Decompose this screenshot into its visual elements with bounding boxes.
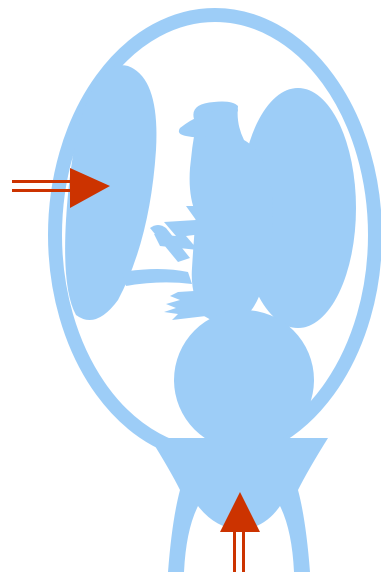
fetus-head: [174, 310, 314, 450]
umbilical-cord: [122, 269, 192, 286]
